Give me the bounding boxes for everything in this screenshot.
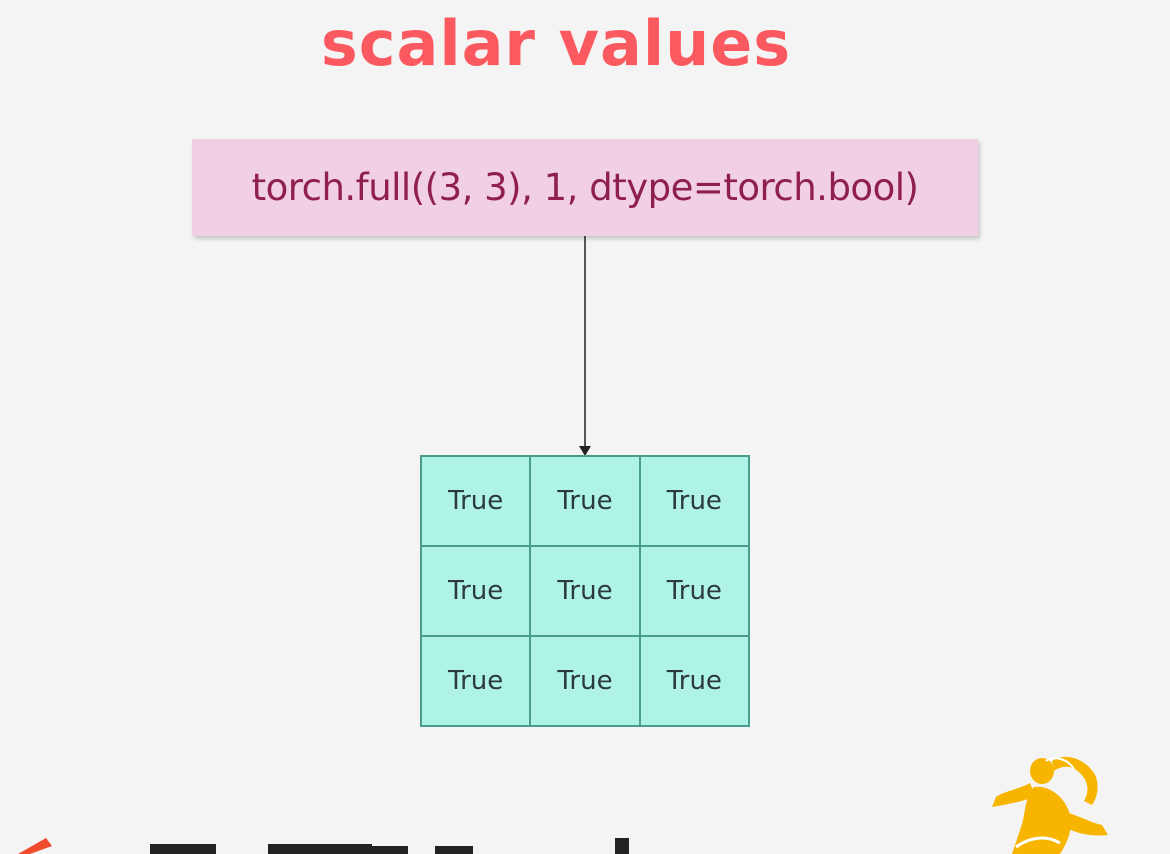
- yellow-mascot-logo-icon: [992, 756, 1108, 854]
- tensor-cell: True: [530, 546, 640, 636]
- code-box: torch.full((3, 3), 1, dtype=torch.bool): [192, 139, 978, 236]
- tensor-cell: True: [639, 456, 749, 546]
- code-expression: torch.full((3, 3), 1, dtype=torch.bool): [251, 166, 919, 209]
- slide-title: scalar values: [320, 7, 792, 80]
- tensor-cell: True: [421, 636, 531, 726]
- tensor-cell: True: [639, 636, 749, 726]
- tensor-cell: True: [639, 546, 749, 636]
- tensor-cell: True: [530, 456, 640, 546]
- tensor-cell: True: [421, 546, 531, 636]
- tensor-grid: True True True True True True True True …: [420, 455, 750, 727]
- tensor-cell: True: [421, 456, 531, 546]
- tensor-cell: True: [530, 636, 640, 726]
